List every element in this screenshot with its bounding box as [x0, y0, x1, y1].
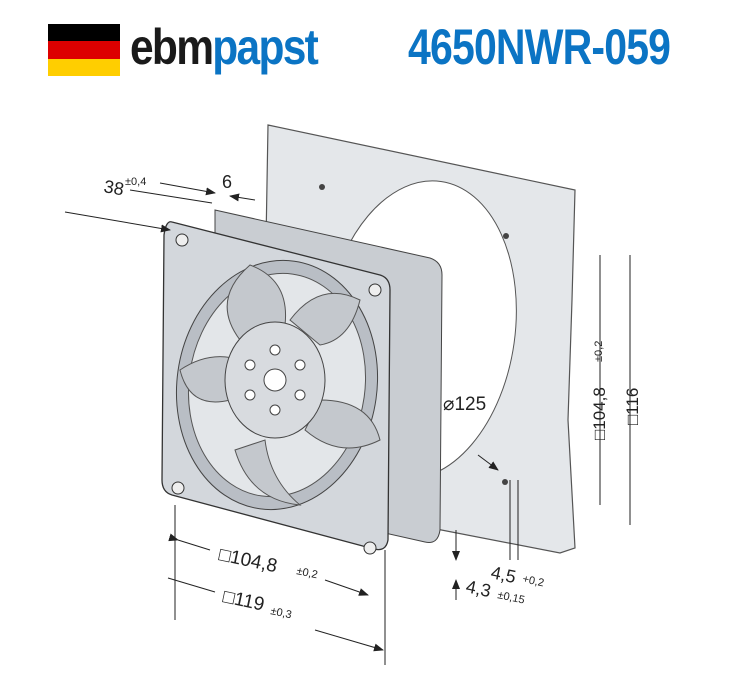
depth-tolerance: ±0,4 — [125, 176, 146, 188]
german-flag-icon — [48, 24, 120, 76]
hole-dia-label: 4,5 — [489, 562, 518, 587]
diameter-label: ⌀125 — [443, 394, 486, 415]
hole-spacing-h-tolerance: ±0,2 — [295, 565, 318, 581]
hole-spacing-h-label: □104,8 — [217, 544, 279, 577]
hole-spacing-v-label: □104,8 — [590, 387, 609, 440]
brand-part1: ebm — [130, 19, 214, 75]
hole-dia2-label: 4,3 — [464, 576, 493, 601]
model-number: 4650NWR-059 — [408, 19, 671, 75]
size-h-label: □119 — [221, 586, 266, 615]
flange-label: 6 — [222, 172, 232, 192]
hole-dia2-tolerance: ±0,15 — [496, 589, 525, 606]
hole-spacing-v-tolerance: ±0,2 — [593, 341, 605, 362]
depth-label: 38 — [102, 176, 125, 199]
size-v-label: □116 — [623, 388, 642, 425]
hole-dia-tolerance: +0,2 — [521, 573, 545, 589]
fan-blades — [179, 264, 381, 506]
brand-part2: papst — [212, 19, 319, 75]
fan-housing — [161, 209, 443, 555]
dimension-lines — [64, 182, 631, 665]
size-h-tolerance: ±0,3 — [269, 605, 292, 621]
brand-logo: ebmpapst — [130, 18, 319, 76]
